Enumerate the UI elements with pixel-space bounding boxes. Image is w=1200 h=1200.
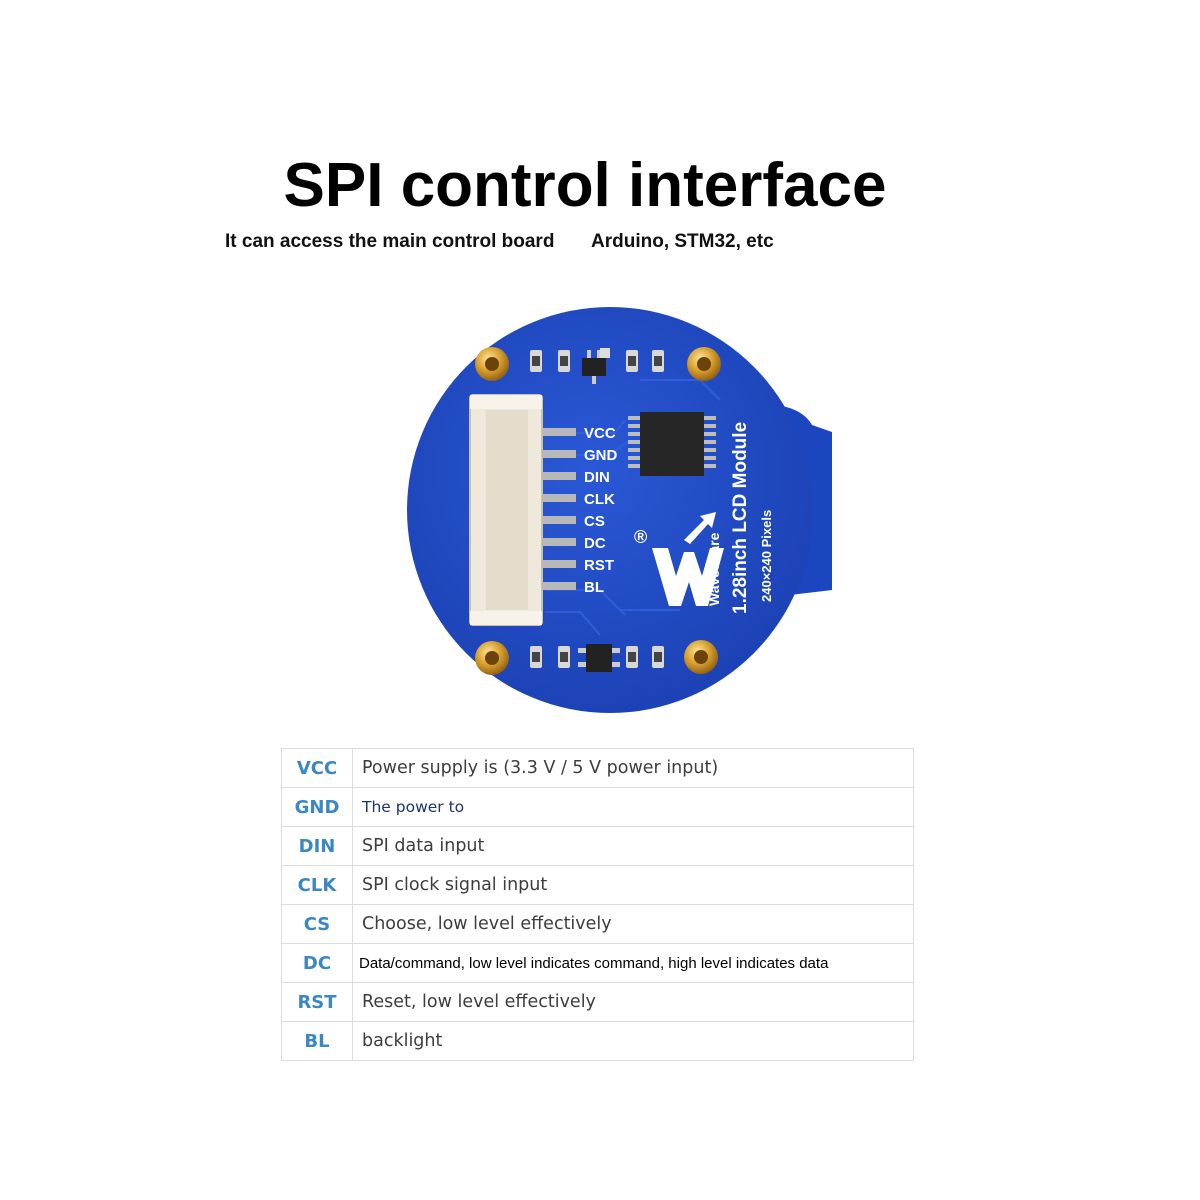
pin-description-cell: The power to xyxy=(352,787,914,827)
pin-description-cell: Power supply is (3.3 V / 5 V power input… xyxy=(352,748,914,788)
board-pin-label-dc: DC xyxy=(584,535,606,552)
bottom-components xyxy=(530,644,664,672)
pin-description-cell: SPI data input xyxy=(352,826,914,866)
board-pin-label-rst: RST xyxy=(584,557,614,574)
pin-description-table: VCC Power supply is (3.3 V / 5 V power i… xyxy=(281,748,914,1061)
table-row: GND The power to xyxy=(281,787,914,827)
pin-description-cell: Choose, low level effectively xyxy=(352,904,914,944)
waveshare-logo-icon xyxy=(652,512,724,606)
mounting-holes xyxy=(475,347,721,675)
pin-name-cell: DC xyxy=(281,943,353,983)
table-row: RST Reset, low level effectively xyxy=(281,982,914,1022)
table-row: BL backlight xyxy=(281,1021,914,1061)
board-pin-label-din: DIN xyxy=(584,469,610,486)
table-row: DC Data/command, low level indicates com… xyxy=(281,943,914,983)
pin-description-cell: Reset, low level effectively xyxy=(352,982,914,1022)
pin-name-cell: RST xyxy=(281,982,353,1022)
pin-name-cell: BL xyxy=(281,1021,353,1061)
subtitle-main-control: It can access the main control board xyxy=(225,231,555,252)
pin-name-cell: DIN xyxy=(281,826,353,866)
pin-name-cell: VCC xyxy=(281,748,353,788)
pin-name-cell: CLK xyxy=(281,865,353,905)
table-row: CS Choose, low level effectively xyxy=(281,904,914,944)
subtitle-platforms: Arduino, STM32, etc xyxy=(591,231,774,252)
board-pin-label-clk: CLK xyxy=(584,491,615,508)
pin-header-connector xyxy=(469,394,576,626)
board-module-name: 1.28inch LCD Module xyxy=(730,422,751,614)
lcd-module-board: VCC GND DIN CLK CS DC RST BL ® Waveshare… xyxy=(407,307,832,713)
pin-description-cell: backlight xyxy=(352,1021,914,1061)
pin-name-cell: GND xyxy=(281,787,353,827)
pin-description-cell: Data/command, low level indicates comman… xyxy=(352,943,914,983)
board-pin-label-cs: CS xyxy=(584,513,605,530)
driver-ic xyxy=(628,412,716,476)
table-row: DIN SPI data input xyxy=(281,826,914,866)
table-row: VCC Power supply is (3.3 V / 5 V power i… xyxy=(281,748,914,788)
board-pin-label-gnd: GND xyxy=(584,447,618,464)
top-components xyxy=(530,348,664,384)
pin-description-cell: SPI clock signal input xyxy=(352,865,914,905)
registered-mark: ® xyxy=(634,527,647,547)
table-row: CLK SPI clock signal input xyxy=(281,865,914,905)
board-pin-label-vcc: VCC xyxy=(584,425,616,442)
pin-name-cell: CS xyxy=(281,904,353,944)
board-brand: Waveshare xyxy=(706,532,722,606)
board-resolution: 240×240 Pixels xyxy=(759,510,774,602)
board-pin-label-bl: BL xyxy=(584,579,604,596)
page-title: SPI control interface xyxy=(283,151,887,220)
